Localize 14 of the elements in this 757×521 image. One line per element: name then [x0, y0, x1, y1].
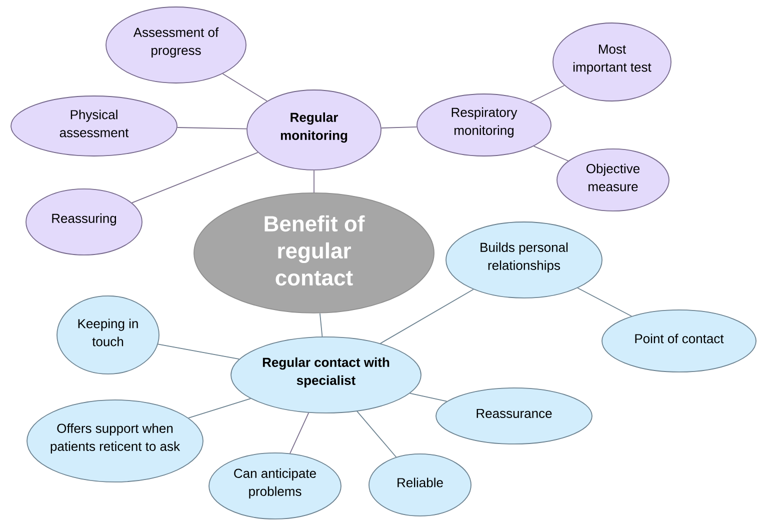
connector-line	[320, 312, 323, 338]
connector-line	[533, 146, 569, 162]
connector-line	[356, 410, 397, 458]
connector-line	[577, 288, 632, 317]
connector-line	[290, 412, 310, 454]
connector-line	[176, 127, 248, 130]
connector-line	[131, 152, 258, 204]
connector-line	[410, 392, 448, 402]
connector-line	[158, 344, 240, 360]
connector-line	[530, 85, 565, 103]
connector-line	[380, 126, 418, 128]
connector-line	[380, 288, 474, 344]
connector-line	[222, 73, 268, 102]
connector-line	[188, 398, 252, 418]
